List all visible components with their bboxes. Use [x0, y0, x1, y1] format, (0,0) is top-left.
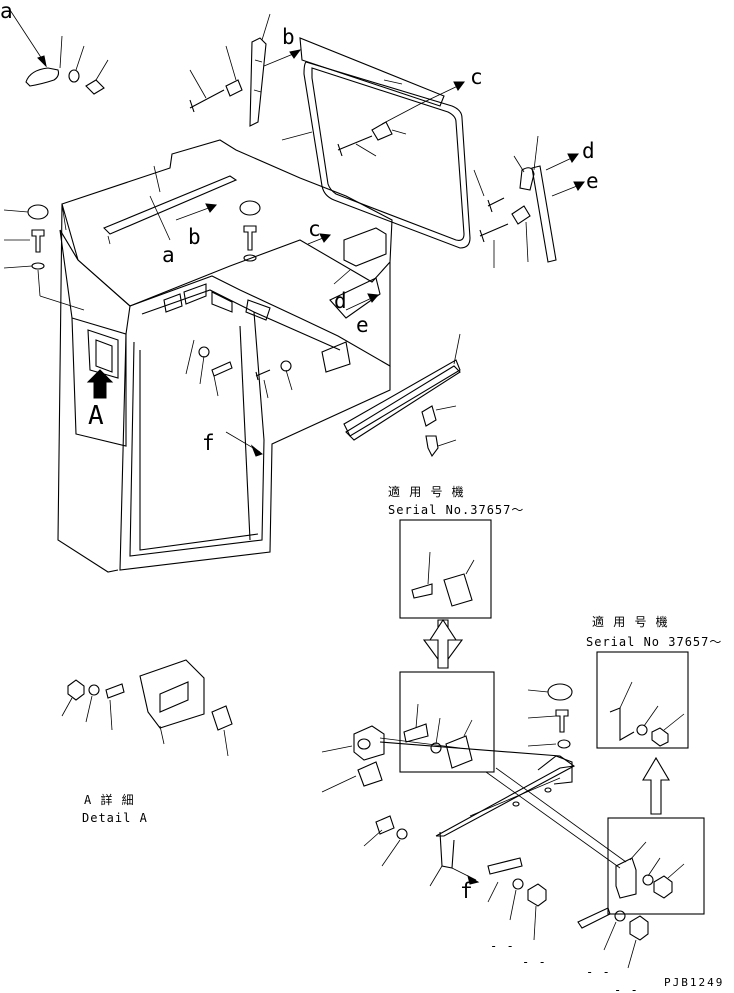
mid-fasteners — [185, 339, 293, 399]
dash-mark-1: - - — [490, 939, 515, 953]
arrow-up-2 — [642, 756, 670, 815]
callout-e-mid: e — [356, 313, 369, 337]
dash-mark-3: - - — [586, 965, 611, 979]
callout-d-mid: d — [334, 289, 347, 313]
callout-d-top: d — [582, 139, 595, 163]
bracket-assembly — [321, 683, 627, 941]
right-fasteners-de — [473, 135, 585, 268]
inset-top-title: 適 用 号 機 — [388, 484, 465, 499]
callout-b-mid: b — [188, 225, 201, 249]
detail-a-title: A 詳 細 — [84, 792, 135, 807]
inset-right-title: 適 用 号 機 — [592, 614, 669, 629]
callout-f-mid: f — [202, 431, 215, 455]
lower-box — [399, 671, 495, 773]
inset-top-serial: Serial No.37657～ — [388, 503, 524, 517]
bolt-clip-c — [337, 81, 465, 157]
window-frame — [281, 37, 471, 249]
inset-right — [596, 651, 689, 749]
dash-mark-4: - - — [614, 983, 639, 993]
left-fasteners — [3, 204, 85, 311]
callout-b-top: b — [282, 25, 295, 49]
detail-a-assembly — [61, 659, 233, 757]
inset-right-serial: Serial No 37657～ — [586, 635, 722, 649]
callout-c-top: c — [470, 65, 483, 89]
rail-fasteners-b — [189, 13, 302, 127]
callout-f-low: f — [460, 879, 473, 903]
latch-assembly-a — [9, 9, 109, 95]
drawing-code: PJB1249 — [664, 976, 724, 989]
callout-a-mid: a — [162, 243, 175, 267]
cab-body — [57, 139, 393, 573]
dash-mark-2: - - — [522, 955, 547, 969]
detail-a-en: Detail A — [82, 811, 148, 825]
arrow-up-1 — [428, 618, 458, 669]
callout-A: A — [88, 401, 104, 431]
callout-e-top: e — [586, 169, 599, 193]
callout-a-top: a — [0, 0, 13, 23]
callout-c-mid: c — [308, 217, 321, 241]
right-rail — [343, 333, 461, 458]
bottom-right-box — [577, 817, 705, 969]
